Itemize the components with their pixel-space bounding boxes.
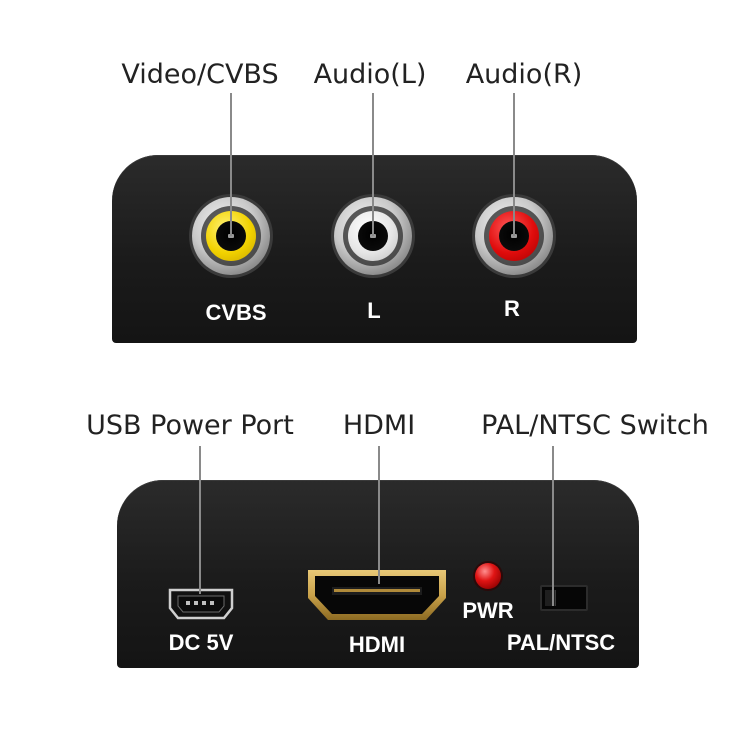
leader-line-audio-right — [513, 93, 515, 236]
label-hdmi: HDMI — [348, 632, 406, 657]
leader-line-video — [230, 93, 232, 236]
callout-audio-left: Audio(L) — [313, 59, 427, 90]
hdmi-port-icon — [306, 568, 448, 622]
leader-line-audio-left — [372, 93, 374, 236]
leader-line-hdmi — [378, 446, 380, 584]
label-right: R — [504, 296, 520, 321]
callout-pal-ntsc-switch: PAL/NTSC Switch — [481, 410, 709, 441]
callout-hdmi: HDMI — [342, 410, 416, 441]
leader-line-usb — [199, 446, 201, 594]
rca-jack-icon — [334, 197, 412, 275]
mini-usb-port-icon — [168, 588, 234, 620]
slide-switch-icon — [540, 585, 588, 611]
label-pwr: PWR — [462, 598, 514, 623]
leader-line-switch — [552, 446, 554, 606]
power-led-icon — [475, 563, 501, 589]
label-pal-ntsc: PAL/NTSC — [506, 630, 616, 655]
callout-audio-right: Audio(R) — [465, 59, 583, 90]
callout-usb-power-port: USB Power Port — [86, 410, 294, 441]
label-dc-5v: DC 5V — [168, 630, 234, 655]
callout-video-cvbs: Video/CVBS — [121, 59, 279, 90]
label-cvbs: CVBS — [205, 300, 267, 325]
label-left: L — [367, 298, 381, 323]
